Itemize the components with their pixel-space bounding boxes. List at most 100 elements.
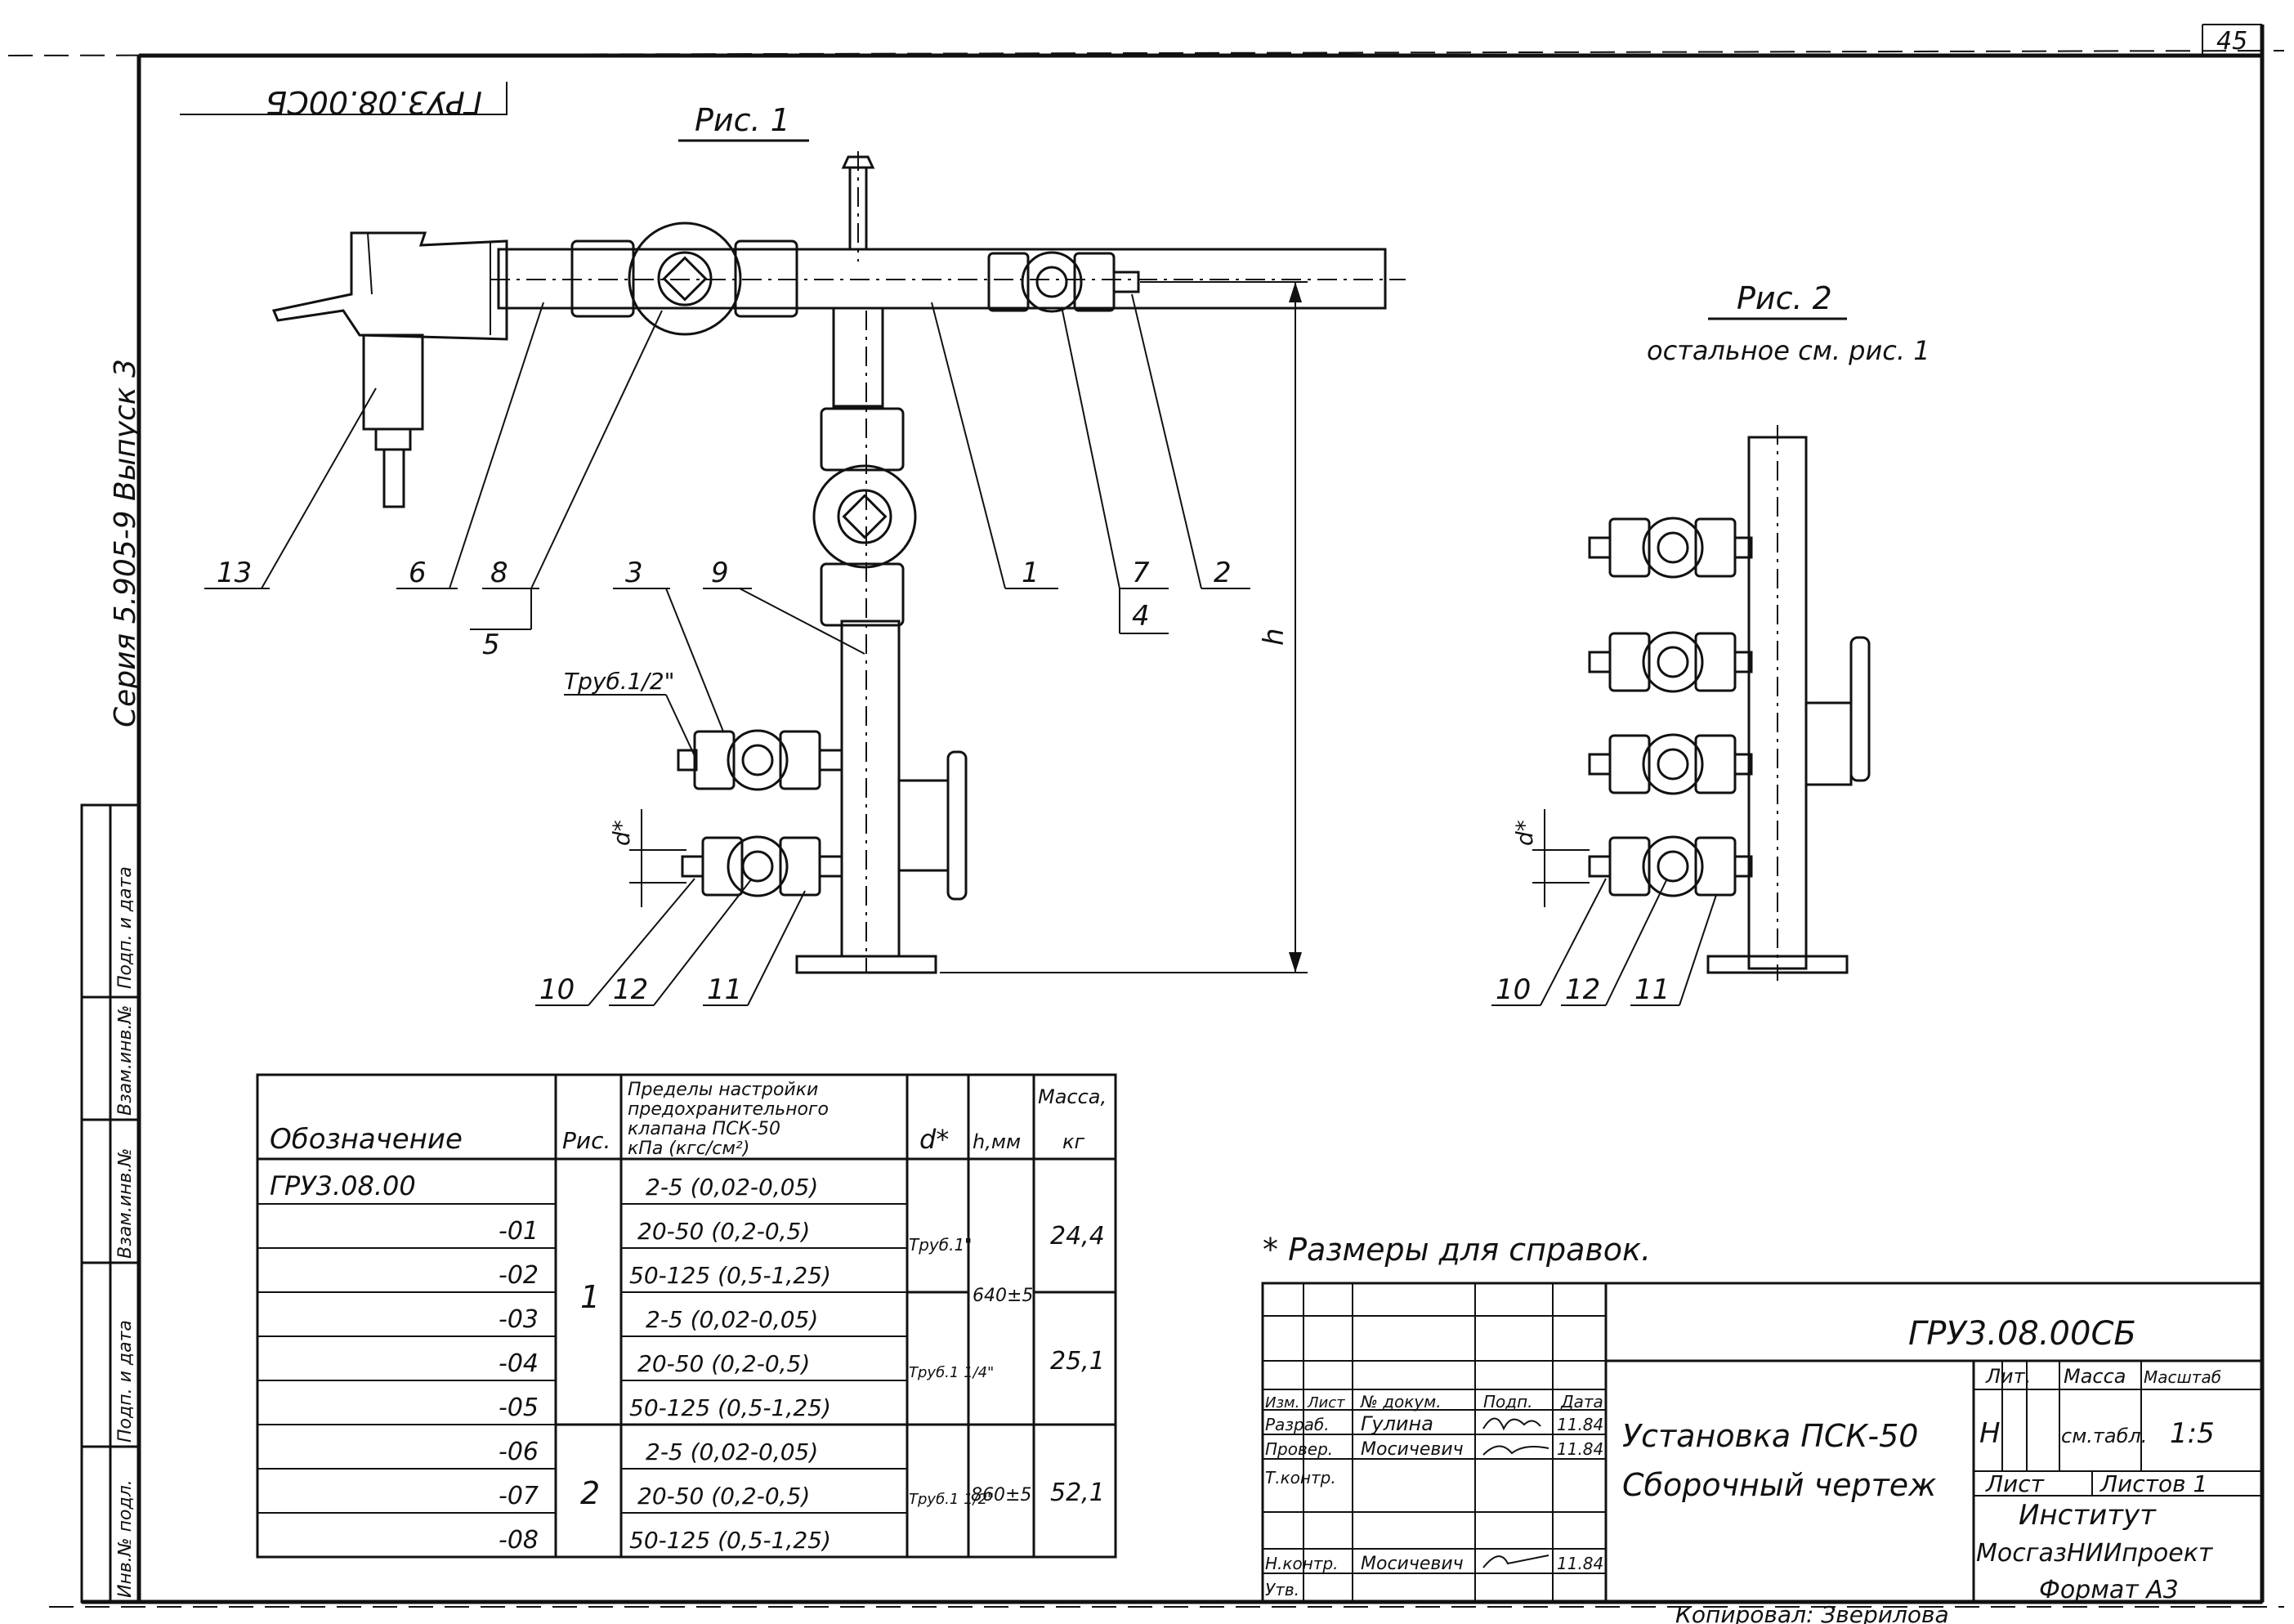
tb-role-3: Н.контр. bbox=[1265, 1554, 1339, 1573]
signature-gulina bbox=[1482, 1417, 1541, 1431]
dimension-h: h bbox=[940, 281, 1308, 973]
row-6-designation: -06 bbox=[499, 1438, 539, 1466]
footer-format: Формат А3 bbox=[2039, 1576, 2179, 1604]
callout-4: 4 bbox=[1132, 600, 1150, 633]
fig2-valve-1 bbox=[1588, 517, 1753, 579]
page-number: 45 bbox=[2216, 27, 2247, 56]
row-1-designation: -01 bbox=[499, 1217, 539, 1246]
callout-11: 11 bbox=[707, 973, 742, 1006]
tb-name-line2: Сборочный чертеж bbox=[1622, 1467, 1936, 1503]
th-limits-2: предохранительного bbox=[628, 1099, 829, 1120]
rotated-doc-number: ГРУ3.08.00СБ bbox=[180, 82, 508, 120]
th-fig: Рис. bbox=[562, 1127, 610, 1154]
tb-scale-value: 1:5 bbox=[2170, 1417, 2215, 1450]
side-stamp-5: Взам.инв.№ bbox=[115, 1148, 136, 1259]
tb-role-0: Разраб. bbox=[1265, 1415, 1330, 1434]
tb-date-1: 11.84 bbox=[1557, 1439, 1603, 1459]
th-designation: Обозначение bbox=[270, 1123, 463, 1156]
th-limits-1: Пределы настройки bbox=[628, 1080, 818, 1100]
th-h: h,мм bbox=[973, 1130, 1021, 1153]
callout-1: 1 bbox=[1022, 557, 1040, 589]
d-group-2: Труб.1 1/4" bbox=[909, 1364, 994, 1381]
row-7-limit: 20-50 (0,2-0,5) bbox=[637, 1483, 810, 1510]
fig2-callout-12: 12 bbox=[1565, 973, 1600, 1006]
row-0-limit: 2-5 (0,02-0,05) bbox=[646, 1174, 818, 1201]
spec-table: Обозначение Рис. Пределы настройки предо… bbox=[256, 1073, 1117, 1559]
fig2-callout-10: 10 bbox=[1496, 973, 1531, 1006]
th-limits-3: клапана ПСК-50 bbox=[628, 1119, 780, 1139]
mass-group-2: 25,1 bbox=[1050, 1347, 1105, 1376]
tb-scale-label: Масштаб bbox=[2144, 1367, 2221, 1387]
tb-name-3: Мосичевич bbox=[1361, 1554, 1464, 1574]
tb-lit-label: Лит. bbox=[1985, 1365, 2031, 1388]
tb-doc-number: ГРУ3.08.00СБ bbox=[1908, 1315, 2136, 1353]
tb-date-0: 11.84 bbox=[1557, 1415, 1603, 1434]
fig1-title: Рис. 1 bbox=[695, 102, 790, 138]
fig2-valve-3 bbox=[1588, 733, 1753, 795]
title-block: ГРУ3.08.00СБ Изм. Лист № докум. Подп. Да… bbox=[1261, 1282, 2264, 1604]
tb-mass-label: Масса bbox=[2064, 1365, 2126, 1388]
tb-mass-value: см.табл. bbox=[2061, 1425, 2147, 1447]
tb-role-1: Провер. bbox=[1265, 1439, 1333, 1459]
tb-org-line1: Институт bbox=[2019, 1499, 2157, 1532]
row-0-designation: ГРУ3.08.00 bbox=[270, 1170, 416, 1201]
row-3-limit: 2-5 (0,02-0,05) bbox=[646, 1306, 818, 1333]
tb-col-doc: № докум. bbox=[1360, 1392, 1442, 1411]
th-d: d* bbox=[919, 1124, 949, 1155]
tb-sheet-label: Лист bbox=[1985, 1470, 2045, 1497]
th-mass-1: Масса, bbox=[1038, 1085, 1107, 1108]
d-group-1: Труб.1" bbox=[909, 1235, 972, 1255]
reference-note: * Размеры для справок. bbox=[1263, 1232, 1651, 1268]
figure-2: Рис. 2 остальное см. рис. 1 bbox=[1491, 280, 1930, 1006]
signature-mosichevich-1 bbox=[1482, 1445, 1549, 1456]
callout-10: 10 bbox=[539, 973, 575, 1006]
callout-3: 3 bbox=[625, 557, 643, 589]
tb-role-2: Т.контр. bbox=[1265, 1468, 1336, 1488]
h-group-1: 640±5 bbox=[973, 1286, 1033, 1306]
side-stamp: Взам.инв.№ Подп. и дата Инв.№ подл. Подп… bbox=[80, 803, 141, 1604]
fig1-dim-d: d* bbox=[608, 820, 635, 846]
row-8-designation: -08 bbox=[499, 1526, 539, 1555]
row-5-limit: 50-125 (0,5-1,25) bbox=[629, 1394, 831, 1421]
fig2-dimension-d: d* bbox=[1511, 809, 1590, 907]
fig2-callouts: 10 12 11 bbox=[1491, 878, 1717, 1006]
safety-valve-body bbox=[271, 231, 508, 508]
rotated-doc-number-text: ГРУ3.08.00СБ bbox=[266, 84, 482, 120]
callout-2: 2 bbox=[1214, 557, 1232, 589]
fig2-valve-2 bbox=[1588, 631, 1753, 693]
signature-mosichevich-2 bbox=[1482, 1555, 1549, 1568]
row-7-designation: -07 bbox=[499, 1482, 539, 1510]
mass-group-3: 52,1 bbox=[1050, 1479, 1105, 1507]
row-5-designation: -05 bbox=[499, 1394, 539, 1422]
sheet-frame: 45 bbox=[7, 24, 2285, 1608]
callout-12: 12 bbox=[613, 973, 648, 1006]
row-3-designation: -03 bbox=[499, 1305, 539, 1334]
side-stamp-2: Подп. и дата bbox=[115, 866, 136, 989]
side-stamp-1: Взам.инв.№ bbox=[115, 1005, 136, 1116]
horizontal-pipe bbox=[490, 248, 1406, 310]
fig-group-2: 2 bbox=[580, 1475, 600, 1511]
valve-lower-lower bbox=[681, 835, 843, 897]
th-mass-2: кг bbox=[1062, 1130, 1084, 1153]
tb-col-sign: Подп. bbox=[1483, 1392, 1533, 1411]
h-group-2: 860±5 bbox=[971, 1485, 1031, 1505]
tb-date-3: 11.84 bbox=[1557, 1554, 1603, 1573]
fig2-title: Рис. 2 bbox=[1737, 280, 1832, 316]
fig2-dim-d: d* bbox=[1511, 820, 1538, 846]
fig2-callout-11: 11 bbox=[1634, 973, 1670, 1006]
tb-name-line1: Установка ПСК-50 bbox=[1622, 1418, 1918, 1454]
row-2-limit: 50-125 (0,5-1,25) bbox=[629, 1262, 831, 1289]
valve-small-right bbox=[987, 251, 1140, 313]
callout-8: 8 bbox=[490, 557, 508, 589]
callout-6: 6 bbox=[409, 557, 427, 589]
fig1-dim-h: h bbox=[1258, 628, 1290, 646]
callout-9: 9 bbox=[711, 557, 729, 589]
valve-lower-upper bbox=[677, 729, 843, 791]
side-stamp-3: Инв.№ подл. bbox=[115, 1479, 136, 1598]
fig1-callouts-lower: 10 12 11 bbox=[535, 878, 806, 1006]
fig-group-1: 1 bbox=[580, 1279, 600, 1315]
valve-vertical bbox=[812, 407, 917, 627]
fig2-subtitle: остальное см. рис. 1 bbox=[1647, 335, 1930, 366]
figure-1: Рис. 1 bbox=[204, 102, 1406, 1006]
